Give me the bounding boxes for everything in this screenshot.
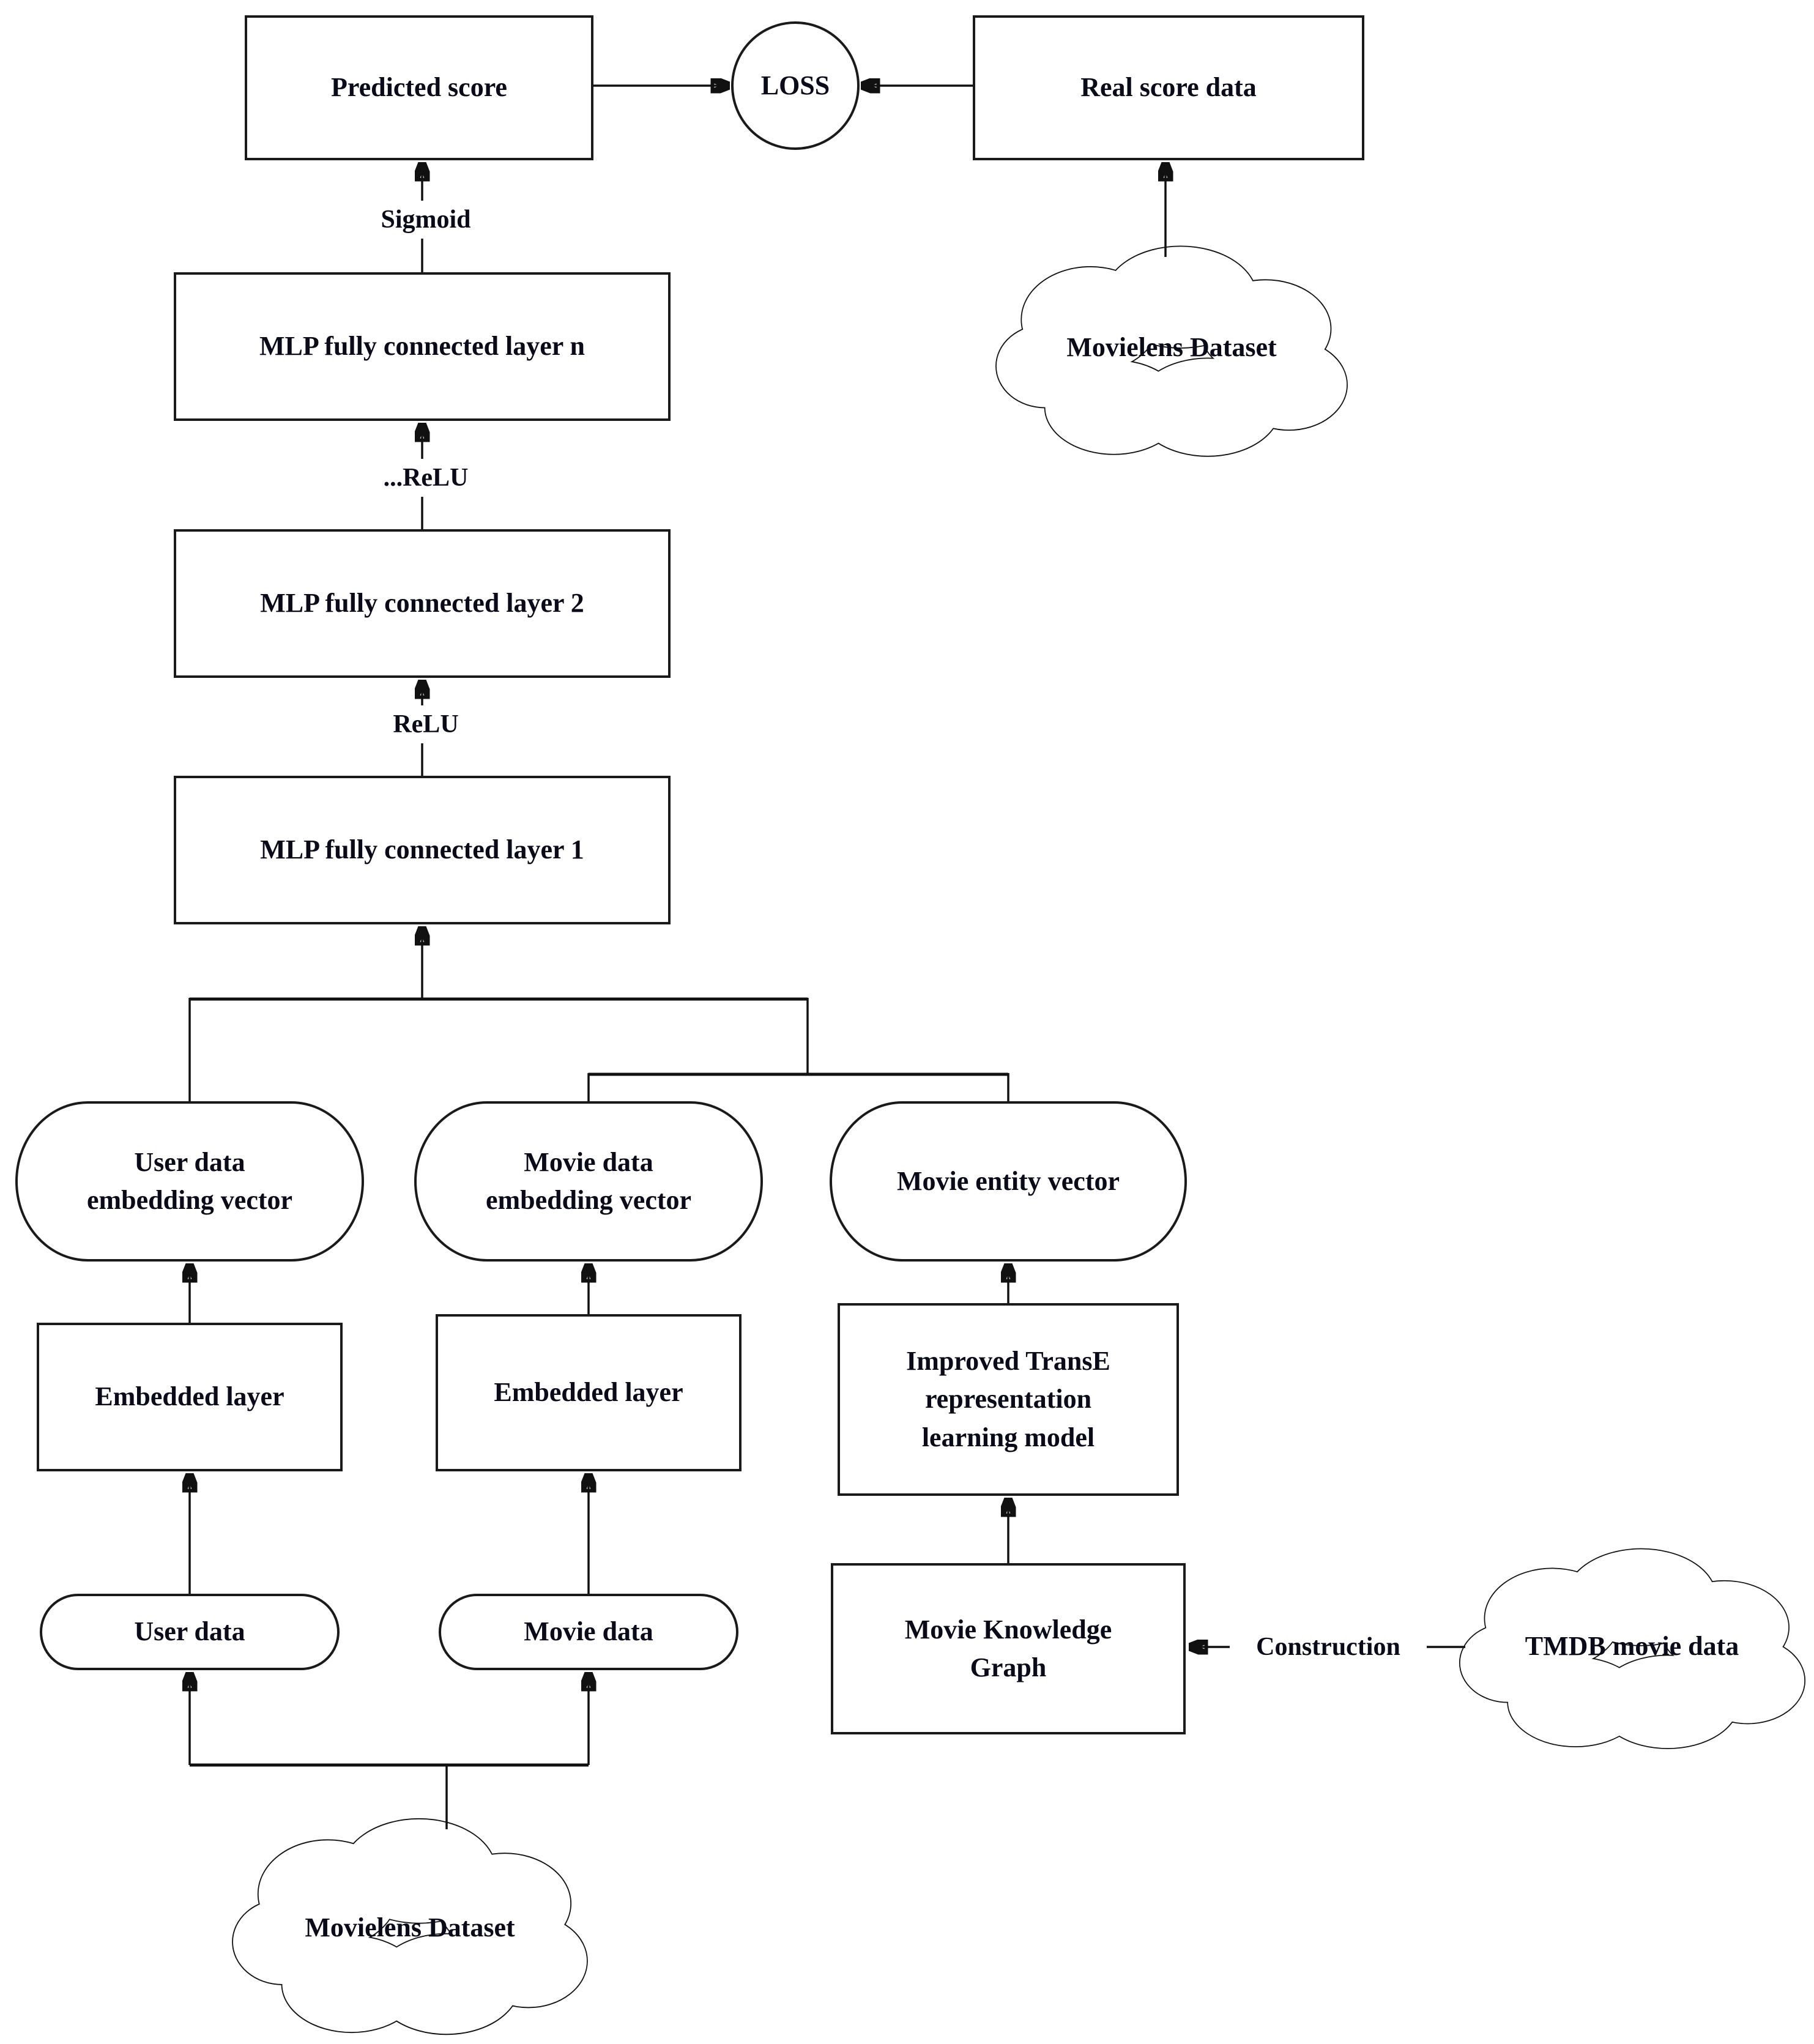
embedded-layer-movie-label: Embedded layer xyxy=(494,1377,683,1408)
movielens-top-cloud-label: Movielens Dataset xyxy=(1066,332,1277,362)
predicted-score-label: Predicted score xyxy=(331,72,507,103)
transe-model-label: Improved TransE representation learning … xyxy=(906,1345,1110,1452)
movie-embedding-vector-label: Movie data embedding vector xyxy=(485,1146,692,1215)
loss-circle: LOSS xyxy=(731,21,860,150)
mlp-layer-n-label: MLP fully connected layer n xyxy=(259,331,585,362)
mlp-layer-1-box: MLP fully connected layer 1 xyxy=(174,776,671,924)
real-score-label: Real score data xyxy=(1080,72,1257,103)
embedded-layer-user-label: Embedded layer xyxy=(95,1381,284,1412)
mlp-layer-2-box: MLP fully connected layer 2 xyxy=(174,529,671,678)
movie-data-stadium: Movie data xyxy=(439,1594,738,1670)
construction-label: Construction xyxy=(1230,1628,1427,1666)
mlp-layer-1-label: MLP fully connected layer 1 xyxy=(260,834,584,865)
mlp-layer-n-box: MLP fully connected layer n xyxy=(174,272,671,421)
movie-data-label: Movie data xyxy=(524,1616,653,1647)
loss-label: LOSS xyxy=(760,70,830,100)
movie-knowledge-graph-box: Movie Knowledge Graph xyxy=(831,1563,1186,1734)
predicted-score-box: Predicted score xyxy=(245,15,593,160)
movie-knowledge-graph-label: Movie Knowledge Graph xyxy=(904,1614,1112,1682)
tmdb-cloud-label: TMDB movie data xyxy=(1525,1630,1739,1661)
movie-entity-vector-stadium: Movie entity vector xyxy=(830,1101,1187,1262)
mlp-layer-2-label: MLP fully connected layer 2 xyxy=(260,588,584,619)
real-score-box: Real score data xyxy=(973,15,1364,160)
user-data-stadium: User data xyxy=(40,1594,340,1670)
movie-embedding-vector-stadium: Movie data embedding vector xyxy=(414,1101,763,1262)
embedded-layer-movie-box: Embedded layer xyxy=(436,1314,742,1471)
embedded-layer-user-box: Embedded layer xyxy=(37,1323,343,1471)
relu-more-label: ...ReLU xyxy=(330,459,521,497)
sigmoid-label: Sigmoid xyxy=(330,201,521,239)
movielens-bottom-cloud-label: Movielens Dataset xyxy=(305,1912,515,1942)
user-embedding-vector-stadium: User data embedding vector xyxy=(15,1101,364,1262)
user-data-label: User data xyxy=(134,1616,245,1647)
movie-entity-vector-label: Movie entity vector xyxy=(896,1165,1120,1196)
transe-model-box: Improved TransE representation learning … xyxy=(838,1303,1179,1496)
user-embedding-vector-label: User data embedding vector xyxy=(86,1146,293,1215)
relu-label: ReLU xyxy=(330,705,521,743)
